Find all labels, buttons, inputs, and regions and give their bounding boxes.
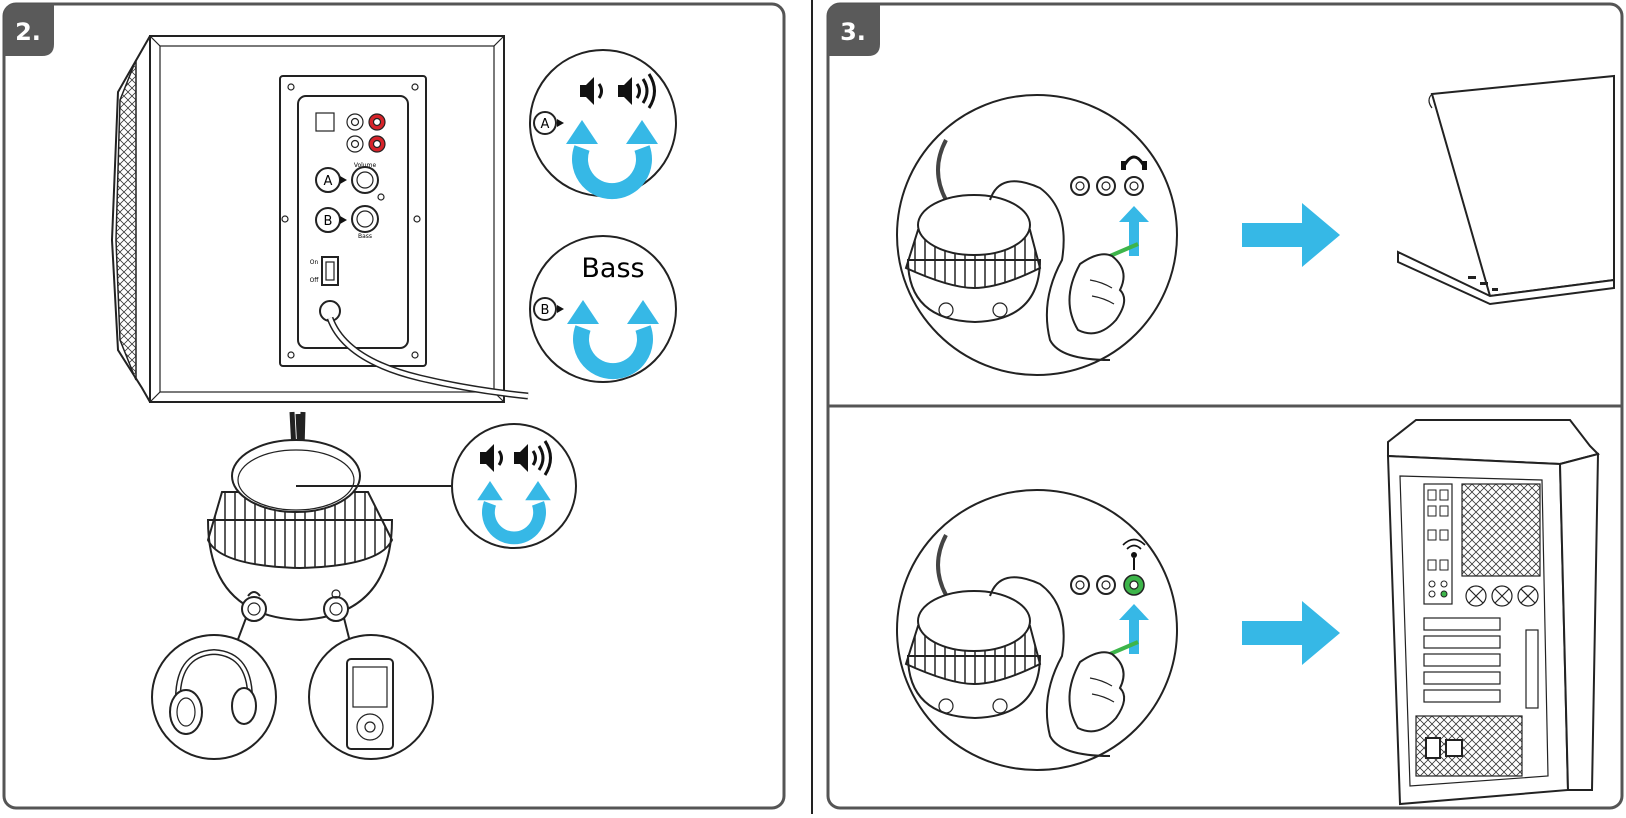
control-pod (206, 411, 452, 651)
plate-bass-label: Bass (358, 233, 372, 240)
callout-a-label: A (541, 117, 550, 132)
headphones-icon (1121, 155, 1147, 170)
headphones-circle (151, 634, 277, 760)
callout-bass-rotate: B Bass (529, 235, 677, 383)
plate-knob-b-label: B (324, 214, 333, 229)
media-player-circle (308, 634, 434, 760)
switch-on-label: On (310, 259, 319, 266)
step-number-3: 3. (840, 18, 866, 46)
panel-2: 2. A (2, 2, 786, 810)
step-number-2: 2. (15, 18, 41, 46)
step-badge-2 (4, 4, 54, 56)
connect-input-pc (896, 489, 1340, 771)
switch-off-label: Off (310, 277, 320, 284)
headphones-icon (169, 689, 203, 735)
bass-label: Bass (581, 253, 644, 284)
pc-tower (1386, 419, 1600, 806)
subwoofer-rear: A Volume B Bass On Off (110, 35, 529, 403)
plate-knob-a-label: A (324, 174, 333, 189)
audio-input-icon (1122, 538, 1146, 570)
laptop (1397, 74, 1615, 306)
callout-pod-volume (451, 423, 577, 549)
panel-3: 3. (826, 2, 1624, 810)
callout-volume-rotate: A (529, 49, 677, 196)
plate-volume-label: Volume (354, 162, 377, 169)
step-badge-3 (828, 4, 880, 56)
callout-b-label: B (541, 303, 550, 318)
media-player-icon (346, 658, 394, 750)
connect-headphone-laptop (896, 94, 1340, 376)
